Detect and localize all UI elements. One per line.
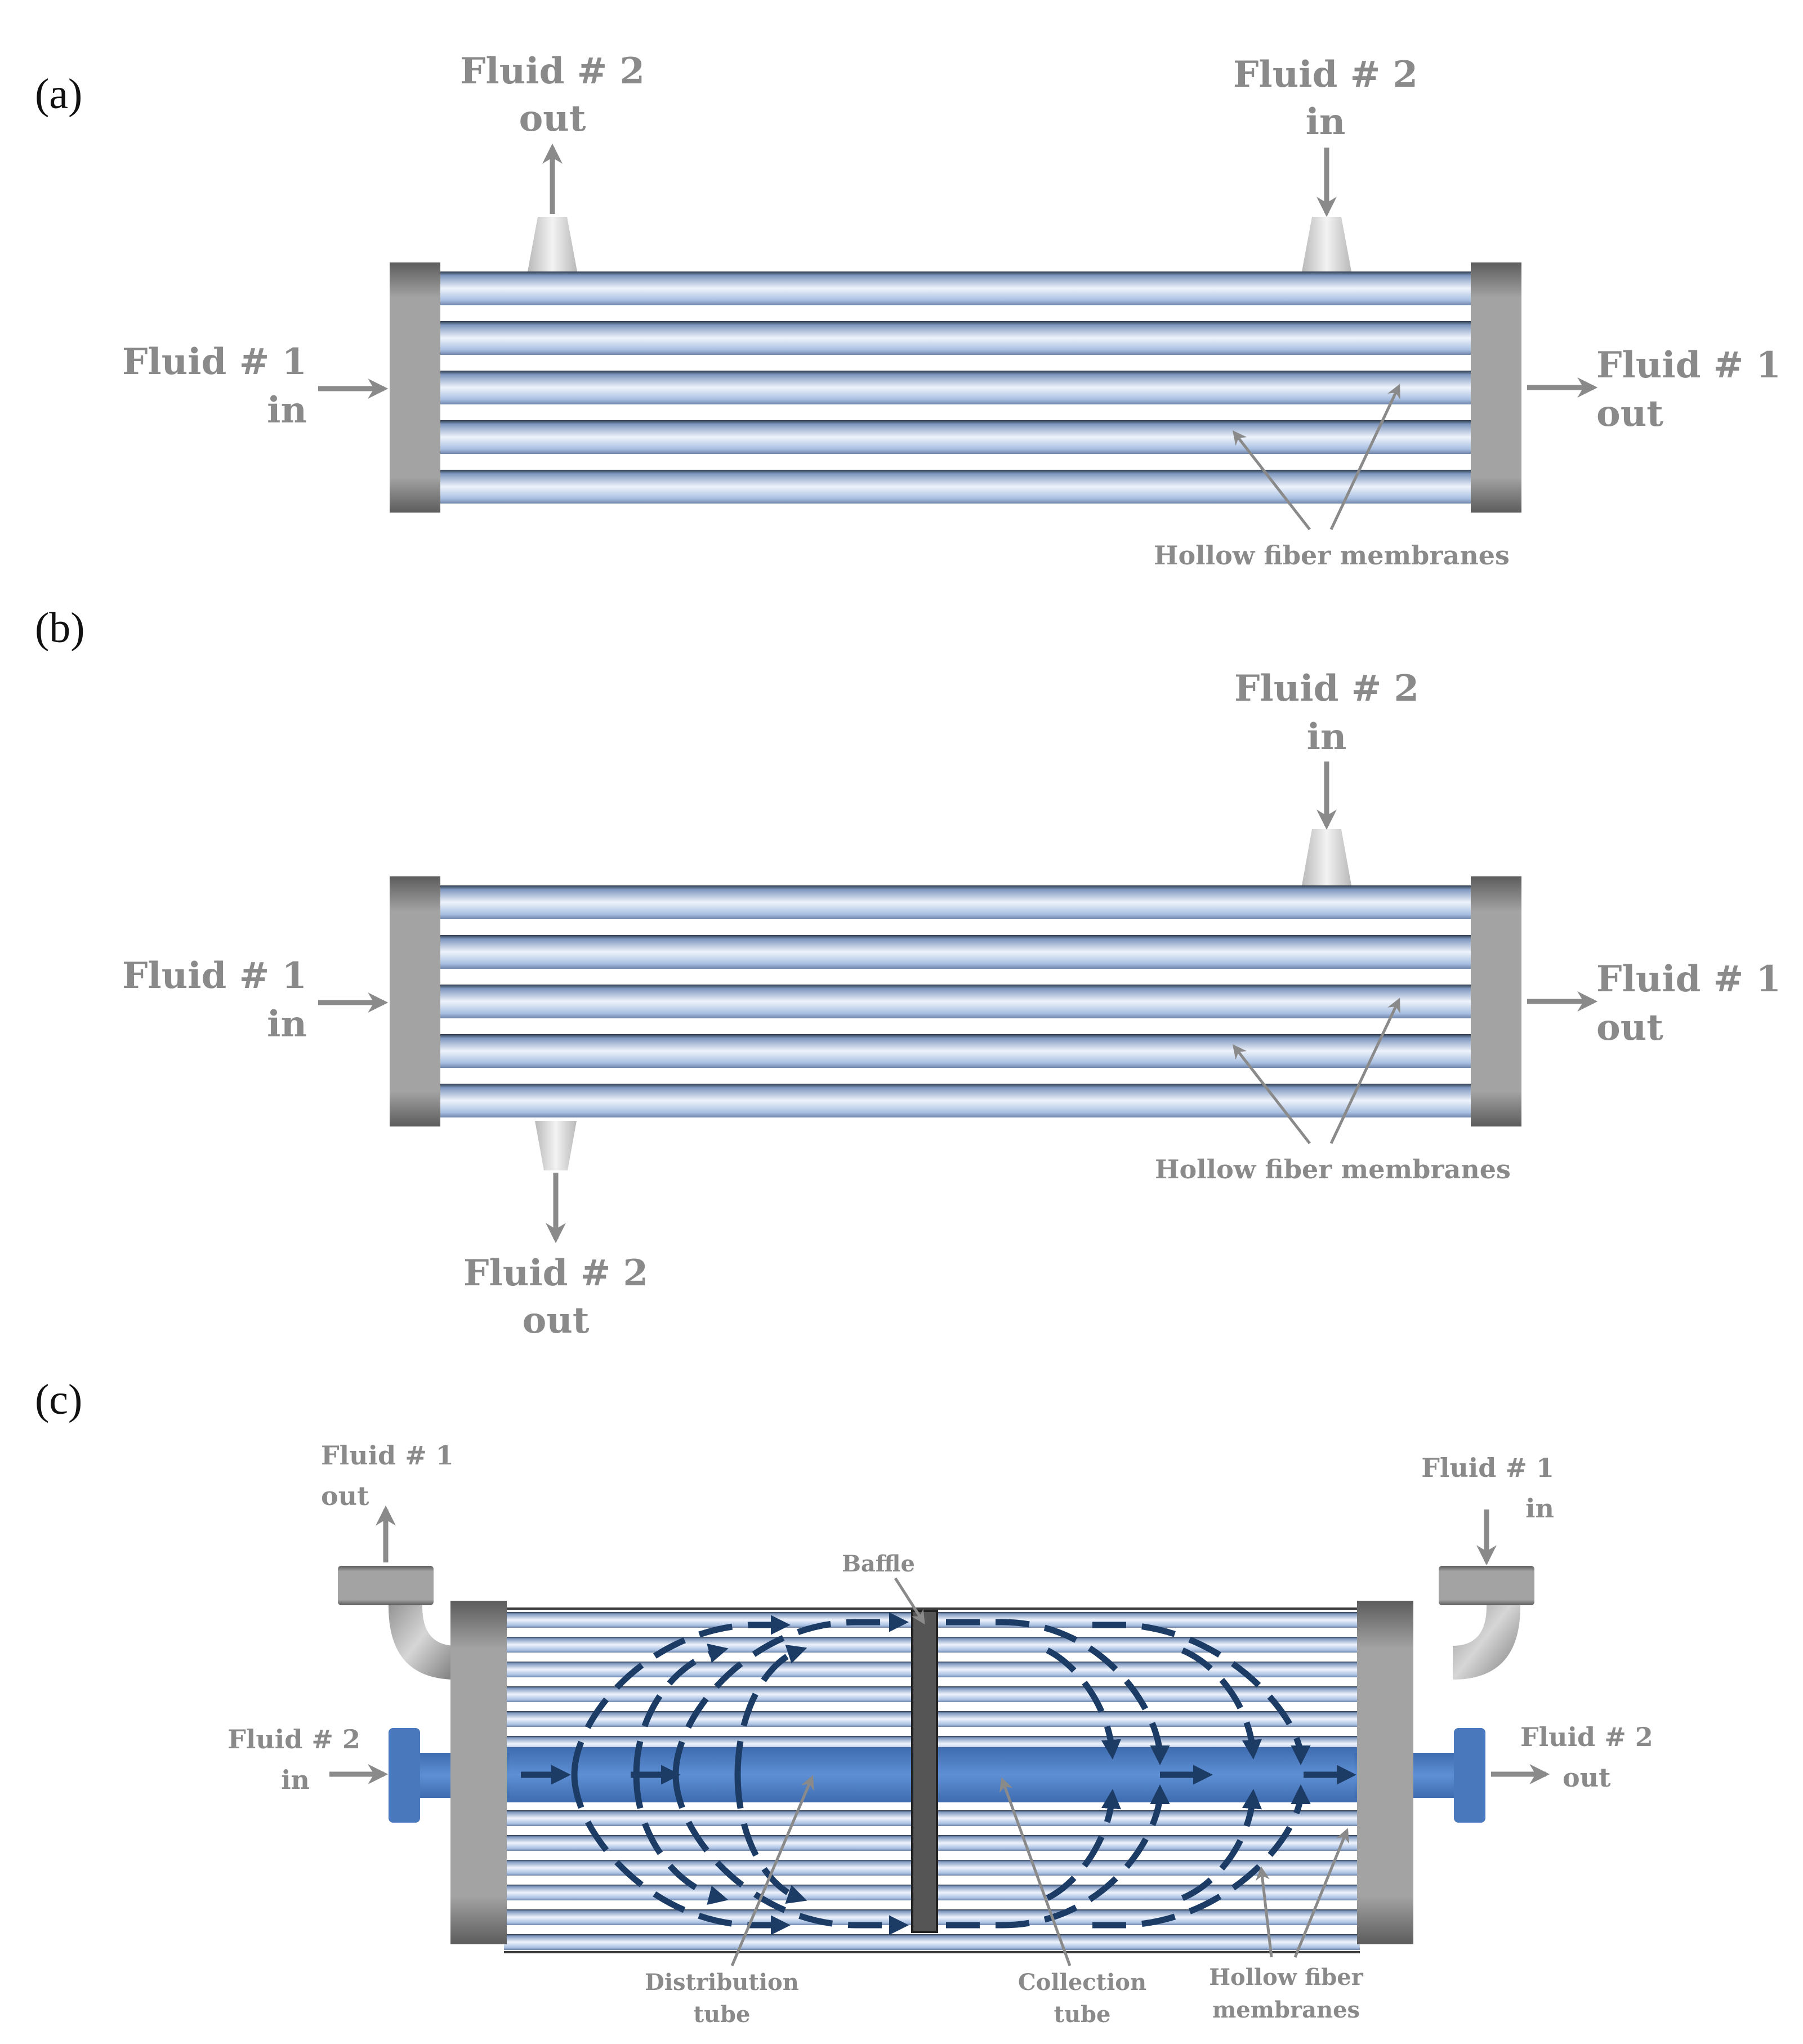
svg-text:Hollow fiber: Hollow fiber	[1209, 1964, 1363, 1990]
fluid2-in-label: Fluid # 2 in	[1233, 54, 1418, 143]
svg-text:Fluid # 2: Fluid # 2	[227, 1724, 360, 1754]
hollow-fiber	[440, 935, 1471, 969]
svg-text:Fluid # 2: Fluid # 2	[463, 1252, 648, 1294]
right-header	[1357, 1601, 1413, 1944]
fluid2-in-label: Fluid # 2 in	[1234, 667, 1419, 758]
svg-text:tube: tube	[694, 2001, 751, 2028]
fluid2-outlet-port	[535, 1121, 577, 1170]
svg-text:out: out	[1596, 1007, 1663, 1049]
fluid2-flow-paths	[521, 1612, 1357, 1935]
hollow-fiber-bundle	[440, 271, 1471, 504]
svg-text:in: in	[281, 1765, 310, 1795]
fluid2-out-label: Fluid # 2 out	[460, 50, 645, 140]
fluid1-out-label: Fluid # 1 out	[1596, 958, 1781, 1049]
left-header	[390, 262, 440, 513]
svg-text:in: in	[1525, 1493, 1554, 1524]
hollow-fiber	[440, 1084, 1471, 1117]
svg-text:Fluid # 1: Fluid # 1	[122, 955, 307, 997]
fluid1-outlet-elbow	[389, 1593, 456, 1680]
fluid2-out-label: Fluid # 2 out	[463, 1252, 648, 1342]
svg-text:in: in	[1306, 101, 1346, 143]
hollow-fiber	[440, 885, 1471, 919]
left-header	[450, 1601, 507, 1944]
fluid1-outlet-flange	[338, 1566, 434, 1605]
svg-text:out: out	[523, 1299, 590, 1342]
panel-b: (b) Fluid # 2 in Fluid # 1 in	[35, 604, 1781, 1342]
left-header	[390, 876, 440, 1126]
svg-text:Fluid # 2: Fluid # 2	[1520, 1722, 1653, 1752]
membranes-pointer	[1293, 1828, 1350, 1958]
membranes-pointer	[1232, 1044, 1311, 1145]
svg-text:in: in	[267, 1003, 307, 1045]
svg-text:Collection: Collection	[1018, 1969, 1146, 1996]
right-header	[1471, 262, 1521, 513]
svg-text:in: in	[267, 389, 307, 431]
baffle	[911, 1610, 938, 1933]
panel-a: (a) Fluid # 2 out Fluid # 2 in	[35, 50, 1781, 571]
collection-tube-pointer	[999, 1777, 1072, 1966]
fluid2-inlet-flange	[389, 1728, 420, 1823]
hollow-fiber	[440, 321, 1471, 355]
svg-text:Fluid # 2: Fluid # 2	[460, 50, 645, 92]
fluid1-in-label: Fluid # 1 in	[122, 341, 307, 431]
membranes-label: Hollow fiber membranes	[1155, 1154, 1511, 1184]
membranes-pointer	[1329, 997, 1400, 1145]
membranes-label: Hollow fiber membranes	[1154, 540, 1510, 571]
hollow-fiber	[440, 271, 1471, 305]
right-header	[1471, 876, 1521, 1126]
svg-text:out: out	[321, 1481, 369, 1511]
collection-tube-label: Collection tube	[1018, 1969, 1146, 2028]
baffle-label: Baffle	[842, 1551, 915, 1577]
hollow-fiber	[504, 1934, 1360, 1950]
svg-text:out: out	[1596, 393, 1663, 435]
svg-text:Fluid # 1: Fluid # 1	[321, 1440, 454, 1471]
fluid2-outlet-flange	[1454, 1728, 1485, 1823]
membranes-label: Hollow fiber membranes	[1209, 1964, 1363, 2023]
svg-text:Fluid # 1: Fluid # 1	[1596, 344, 1781, 386]
panel-b-label: (b)	[35, 604, 85, 652]
membranes-pointer	[1255, 1866, 1273, 1958]
panel-c-label: (c)	[35, 1376, 82, 1423]
fluid1-out-label: Fluid # 1 out	[1596, 344, 1781, 435]
hollow-fiber	[440, 371, 1471, 404]
svg-text:membranes: membranes	[1212, 1997, 1360, 2023]
hollow-fiber	[440, 420, 1471, 454]
svg-text:Fluid # 2: Fluid # 2	[1234, 667, 1419, 710]
svg-text:Fluid # 2: Fluid # 2	[1233, 54, 1418, 96]
svg-text:Fluid # 1: Fluid # 1	[1421, 1453, 1554, 1483]
svg-text:out: out	[1563, 1762, 1611, 1793]
fluid2-out-label: Fluid # 2 out	[1520, 1722, 1653, 1793]
svg-text:Fluid # 1: Fluid # 1	[1596, 958, 1781, 1000]
hollow-fiber	[440, 470, 1471, 504]
fluid2-inlet-port	[1302, 217, 1351, 271]
fluid1-in-label: Fluid # 1 in	[122, 955, 307, 1045]
distribution-tube-pointer	[730, 1775, 814, 1966]
baffle-pointer	[894, 1577, 925, 1625]
hollow-fiber-bundle	[440, 885, 1471, 1117]
panel-a-label: (a)	[35, 70, 82, 118]
hollow-fiber	[440, 1034, 1471, 1068]
distribution-tube-label: Distribution tube	[645, 1969, 799, 2028]
svg-text:out: out	[519, 97, 586, 140]
fluid2-in-label: Fluid # 2 in	[227, 1724, 360, 1795]
membranes-pointer	[1232, 430, 1311, 531]
svg-text:Distribution: Distribution	[645, 1969, 799, 1996]
fluid1-in-label: Fluid # 1 in	[1421, 1453, 1554, 1524]
fluid2-outlet-port	[528, 217, 577, 271]
svg-text:tube: tube	[1054, 2001, 1111, 2028]
fluid2-inlet-port	[1302, 829, 1351, 885]
fluid1-inlet-elbow	[1453, 1593, 1520, 1680]
fluid1-inlet-flange	[1439, 1566, 1534, 1605]
membranes-pointer	[1329, 384, 1400, 531]
hollow-fiber	[440, 985, 1471, 1018]
panel-c: (c)	[35, 1376, 1653, 2028]
fluid1-out-label: Fluid # 1 out	[321, 1440, 454, 1511]
svg-text:Fluid # 1: Fluid # 1	[122, 341, 307, 383]
svg-text:in: in	[1307, 716, 1347, 758]
